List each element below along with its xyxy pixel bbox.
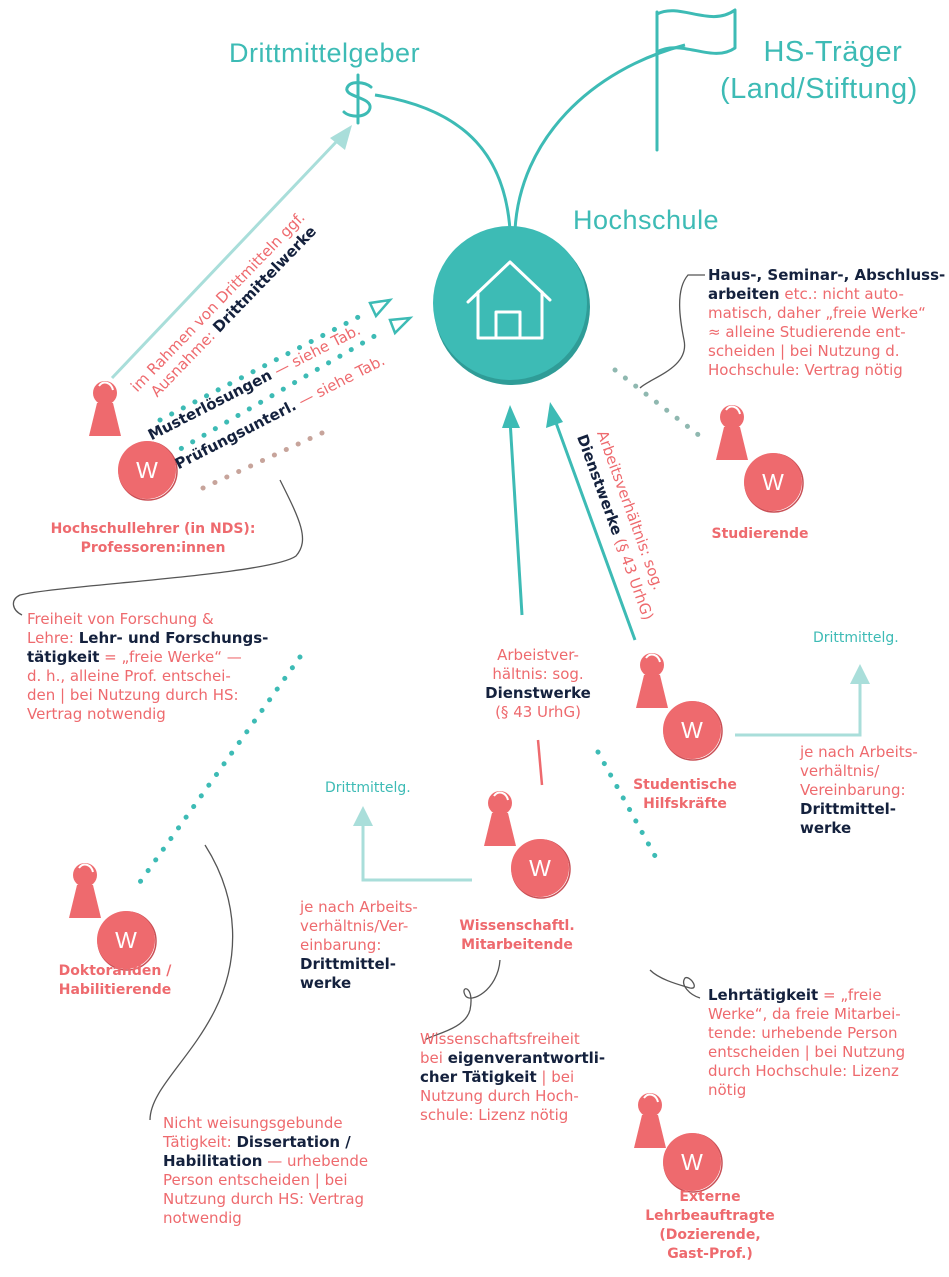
studierende-note: Haus-, Seminar-, Abschluss- arbeiten etc… [708,266,946,379]
prof-note-bracket [12,479,304,616]
extern-note: Lehrtätigkeit = „freie Werke“, da freie … [708,986,906,1099]
studierende-note-bracket [639,274,705,389]
house-icon [466,260,552,340]
pruef-dotted-arrow [167,327,388,458]
wimi-note: Wissenschaftsfreiheit bei eigenverantwor… [420,1030,606,1124]
studierende-w-badge: W [744,453,804,513]
wimi-drittmittel-arrow-head [353,806,373,826]
shk-drittmittelg-label: Drittmittelg. [813,630,899,646]
shk-w-badge: W [663,701,723,761]
studierende-w-letter: W [762,469,784,495]
hs-traeger-link [513,43,686,231]
prof-note: Freiheit von Forschung & Lehre: Lehr- un… [27,610,269,723]
dollar-icon [342,73,373,125]
studierende-person-pawn-icon [716,405,748,460]
shk-w-letter: W [681,717,703,743]
wimi-drittmittel-arrow-line [361,823,472,882]
doktor-note: Nicht weisungsgebunde Tätigkeit: Dissert… [163,1114,369,1227]
wimi-arrow-head [502,405,520,428]
prof-dotted-line [200,430,325,491]
hs-traeger-heading: HS-Träger (Land/Stiftung) [720,34,918,108]
shk-arrow-head [546,402,563,428]
extern-note-squiggle [649,969,701,999]
wimi-drittmittel-note: je nach Arbeits- verhältnis/Ver- einbaru… [300,898,418,992]
doktor-person-pawn-icon [69,863,101,918]
hs-traeger-line1: HS-Träger [763,36,903,68]
shk-person-pawn-icon [636,653,668,708]
doktor-w-badge: W [97,911,157,971]
shk-role-label: Studentische Hilfskräfte [633,777,737,812]
prof-role-label: Hochschullehrer (in NDS): Professoren:in… [50,521,256,556]
shk-arrow-line [553,419,637,641]
prof-person-pawn-icon [89,381,121,436]
hochschule-heading: Hochschule [573,205,720,235]
wimi-drittmittelg-label: Drittmittelg. [325,780,411,796]
drittmittelgeber-link [374,93,512,231]
doktor-w-letter: W [115,927,137,953]
extern-person-pawn-icon [634,1093,666,1148]
extern-w-letter: W [681,1149,703,1175]
drittmittel-arrow-head [330,125,352,150]
drittmittel-arrow-line [110,138,340,380]
wimi-note-squiggle [424,959,501,1041]
muster-arrow-head [368,298,394,319]
doktor-role-label: Doktoranden / Habilitierende [58,963,172,998]
studierende-dotted-line [612,367,708,443]
studierende-role-label: Studierende [711,526,809,542]
muster-dotted-arrow [157,309,371,423]
pruef-arrow-head [388,316,414,336]
arbeitsvertrag-note: Arbeistver- hältnis: sog. Dienstwerke (§… [485,646,591,721]
flag-icon [655,8,737,152]
arbeitsvertrag-connector [536,739,544,786]
shk-drittmittel-arrow-line [735,680,862,737]
prof-w-badge: W [118,441,178,501]
shk-note: je nach Arbeits- verhältnis/ Vereinbarun… [800,743,918,837]
shk-drittmittel-arrow-head [850,664,870,684]
wimi-arrow-line [508,419,524,616]
extern-w-badge: W [663,1133,723,1193]
wimi-w-letter: W [529,855,551,881]
wimi-role-label: Wissenschaftl. Mitarbeitende [459,918,575,953]
hochschule-circle [433,226,587,380]
extern-role-label: Externe Lehrbeauftragte (Dozierende, Gas… [645,1189,775,1262]
doktor-note-bracket [149,844,234,1121]
extern-dotted-line [595,749,663,868]
hs-traeger-line2: (Land/Stiftung) [720,73,918,105]
wimi-person-pawn-icon [484,791,516,846]
prof-w-letter: W [136,457,158,483]
drittmittelgeber-heading: Drittmittelgeber [229,38,421,68]
wimi-w-badge: W [511,839,571,899]
